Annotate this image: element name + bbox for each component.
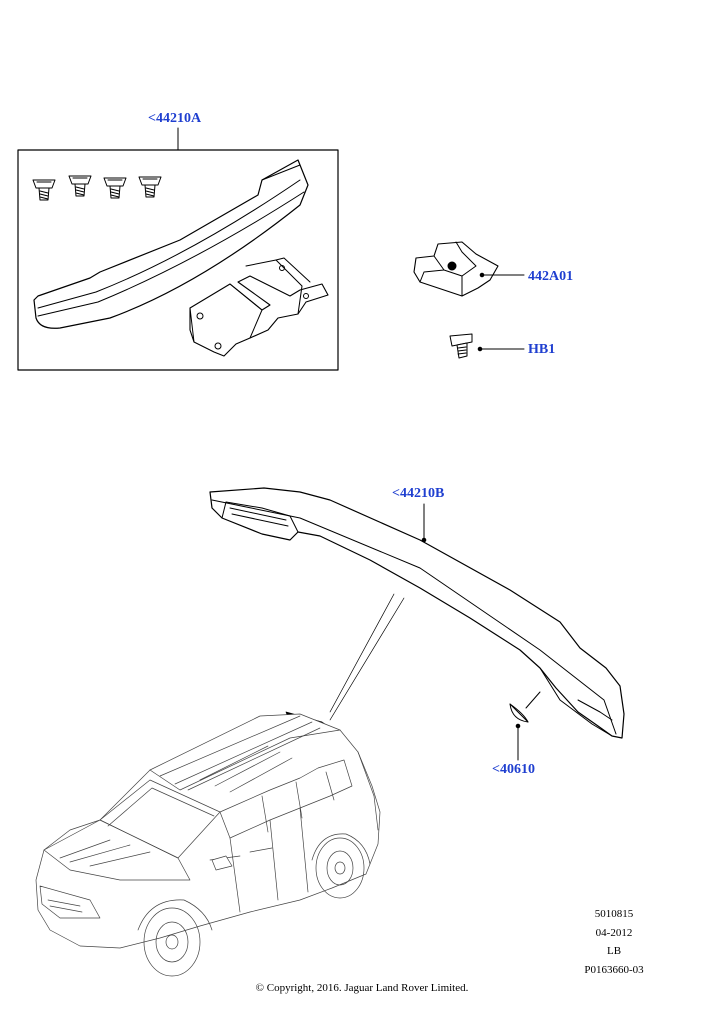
vehicle-outline-icon (35, 593, 405, 977)
spoiler-large-icon (209, 487, 625, 739)
illustration-lang: LB (606, 945, 622, 957)
clip-442a01-icon (413, 241, 525, 297)
screw-icon (68, 175, 92, 197)
bracket-pair-icon (189, 257, 329, 357)
screw-icon (103, 177, 127, 199)
callout-44210b[interactable]: <44210B (392, 486, 445, 501)
callout-442a01[interactable]: 442A01 (528, 269, 574, 284)
screw-icon (32, 179, 56, 201)
screw-hb1-icon (449, 333, 525, 359)
cap-40610-icon (509, 691, 541, 761)
illustration-ref: P0163660-03 (584, 964, 644, 976)
illustration-number: 5010815 (594, 908, 634, 920)
spoiler-small-icon (33, 159, 309, 329)
screw-icon (138, 176, 162, 198)
callout-40610[interactable]: <40610 (492, 762, 535, 777)
callout-hb1[interactable]: HB1 (528, 342, 556, 357)
callout-44210a[interactable]: <44210A (148, 111, 202, 126)
illustration-date: 04-2012 (595, 927, 633, 939)
kit-a-group (17, 127, 339, 371)
copyright-notice: © Copyright, 2016. Jaguar Land Rover Lim… (255, 982, 469, 994)
